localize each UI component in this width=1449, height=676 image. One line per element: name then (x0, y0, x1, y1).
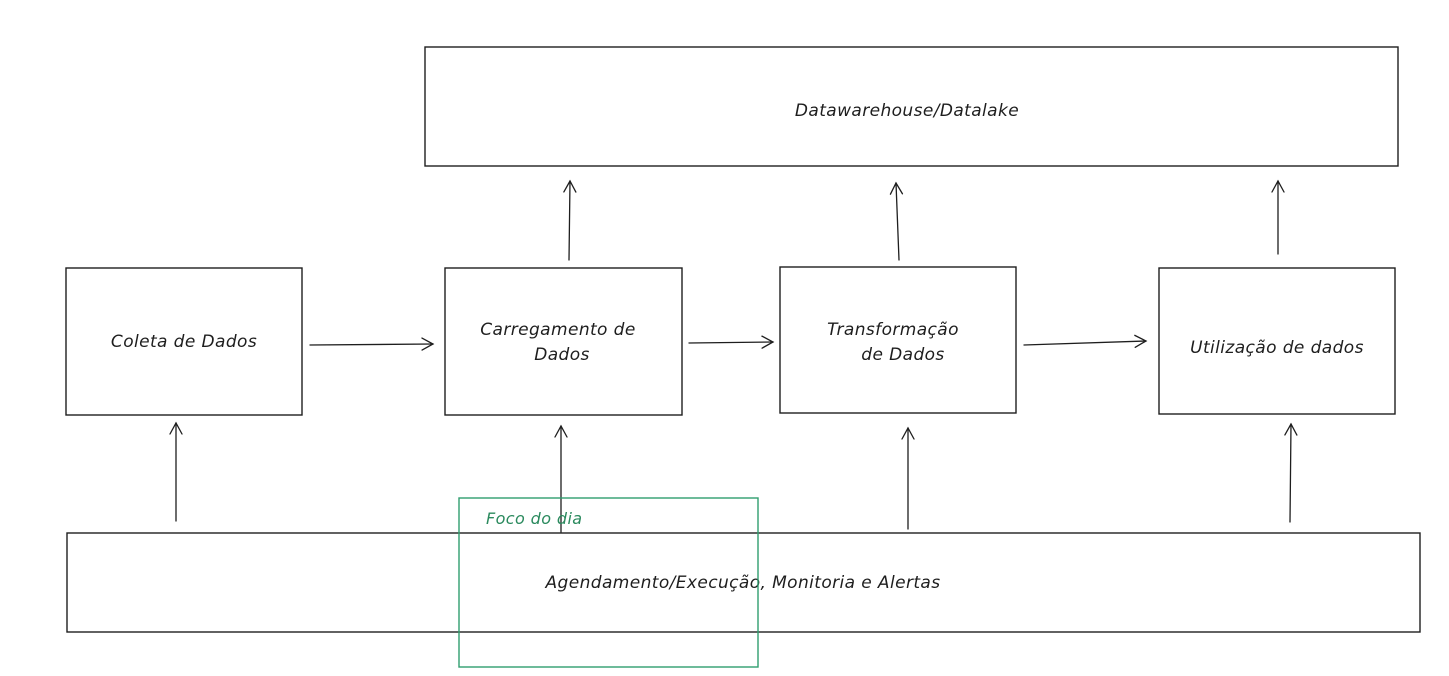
transformacao-label-line1: Transformação (827, 320, 959, 340)
transformacao-label-line2: de Dados (861, 345, 944, 365)
focus-label: Foco do dia (486, 509, 583, 528)
transformacao-node[interactable]: Transformação de Dados (779, 266, 1017, 414)
datawarehouse-node[interactable]: Datawarehouse/Datalake (424, 46, 1399, 167)
agendamento-node[interactable]: Agendamento/Execução, Monitoria e Alerta… (66, 532, 1421, 633)
utilizacao-label: Utilização de dados (1190, 338, 1364, 358)
focus-highlight[interactable]: Foco do dia (458, 497, 759, 668)
agendamento-label: Agendamento/Execução, Monitoria e Alerta… (545, 573, 941, 593)
coleta-label: Coleta de Dados (111, 332, 257, 352)
carregamento-label-line1: Carregamento de (480, 320, 635, 340)
arrow-transformacao-to-utilizacao (1023, 334, 1148, 349)
coleta-node[interactable]: Coleta de Dados (65, 267, 303, 416)
datawarehouse-label: Datawarehouse/Datalake (795, 101, 1019, 121)
arrow-agendamento-to-utilizacao (1284, 422, 1298, 523)
arrow-transformacao-to-datawarehouse (889, 181, 904, 261)
arrow-coleta-to-carregamento (309, 337, 435, 351)
utilizacao-node[interactable]: Utilização de dados (1158, 267, 1396, 415)
arrow-carregamento-to-transformacao (688, 335, 775, 349)
carregamento-node[interactable]: Carregamento de Dados (444, 267, 683, 416)
arrow-carregamento-to-datawarehouse (563, 179, 577, 261)
carregamento-label-line2: Dados (534, 345, 590, 365)
